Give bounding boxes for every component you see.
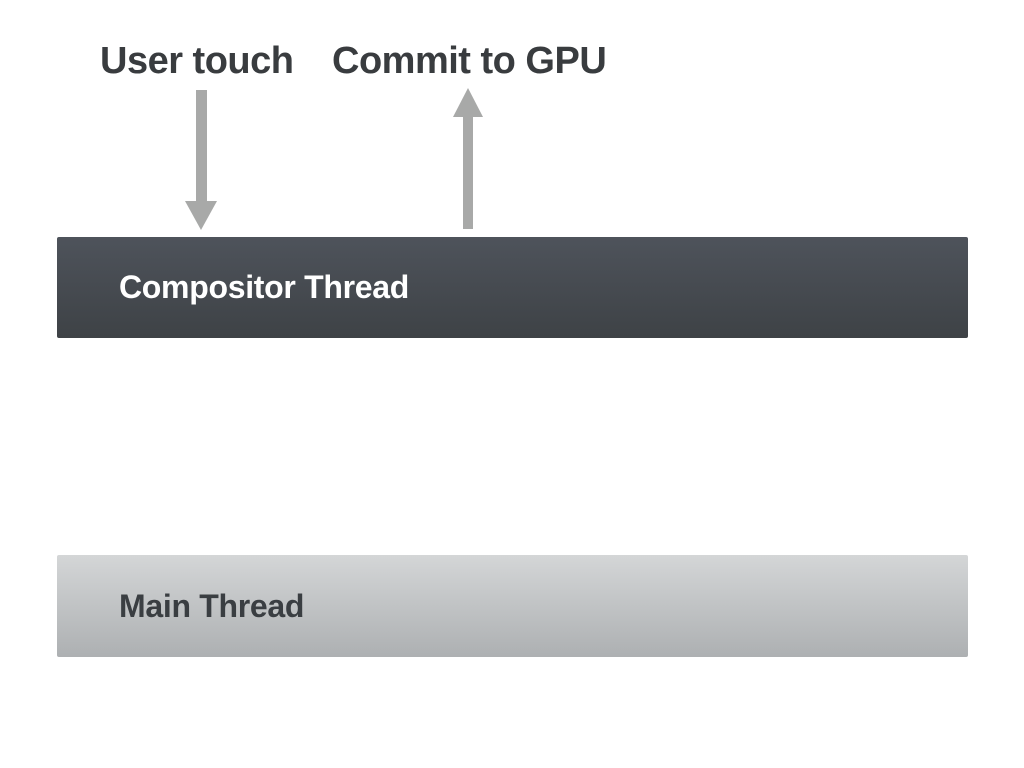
arrow-up-head xyxy=(453,88,483,117)
arrow-up-shaft xyxy=(463,117,473,229)
compositor-thread-bar: Compositor Thread xyxy=(57,237,968,338)
commit-to-gpu-label: Commit to GPU xyxy=(332,40,607,82)
arrow-down-icon xyxy=(185,90,217,230)
main-thread-label: Main Thread xyxy=(119,587,305,624)
arrow-up-icon xyxy=(453,88,483,229)
main-thread-bar: Main Thread xyxy=(57,555,968,657)
user-touch-label: User touch xyxy=(100,40,294,82)
arrow-down-head xyxy=(185,201,217,230)
arrow-down-shaft xyxy=(195,90,207,201)
compositor-thread-label: Compositor Thread xyxy=(119,269,410,305)
